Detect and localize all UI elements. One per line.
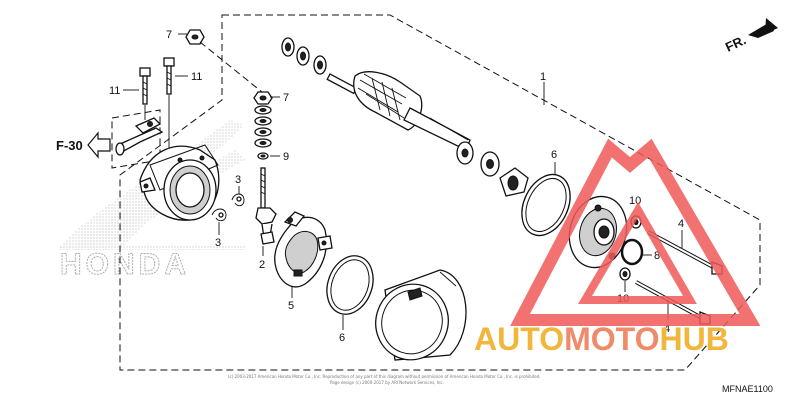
callout-2: 2 — [259, 259, 265, 271]
terminal-bolt-2 — [255, 167, 277, 245]
honda-logo-text: HONDA — [60, 248, 190, 281]
callout-11-left: 11 — [109, 85, 120, 97]
diagram-code: MFNAE1100 — [722, 384, 773, 394]
callout-4-upper: 4 — [678, 218, 684, 230]
armature — [326, 71, 471, 151]
o-ring-6-lower — [326, 255, 374, 315]
nut-7-top — [185, 29, 205, 45]
motor-case — [375, 269, 467, 361]
copyright-line-1: (c) 2003-2017 American Honda Motor Co., … — [228, 374, 541, 379]
callout-4-lower: 4 — [664, 323, 670, 335]
callout-7-top: 7 — [166, 29, 172, 41]
bolt-11-left — [139, 67, 151, 105]
callout-11-right: 11 — [191, 71, 202, 83]
o-ring-6-upper — [521, 173, 571, 237]
bolt-11-right — [163, 57, 175, 95]
watermark-auto: AUTO — [474, 321, 564, 357]
watermark-moto: MOTO — [564, 321, 659, 357]
reference-arrow: F-30 — [56, 131, 111, 159]
seal-plate — [499, 167, 529, 197]
callout-3-lower: 3 — [215, 237, 221, 249]
callout-9: 9 — [283, 151, 289, 163]
callout-8: 8 — [654, 250, 660, 262]
callout-3-upper: 3 — [235, 174, 241, 186]
o-ring-10-lower — [619, 267, 631, 281]
washer-stack-middle — [456, 141, 500, 177]
callout-1: 1 — [540, 71, 546, 83]
callout-6-upper: 6 — [551, 149, 557, 161]
callout-5: 5 — [288, 300, 294, 312]
brush-holder-5 — [274, 211, 333, 288]
watermark-text: AUTOMOTOHUB — [474, 321, 729, 357]
copyright-line-2: Page design (c) 2000-2017 by ARI Network… — [330, 380, 444, 385]
washer-stack-upper — [281, 37, 327, 75]
clip-3-upper — [231, 193, 245, 207]
assembly-outline — [119, 14, 761, 371]
rear-cover — [568, 195, 628, 269]
terminal-washer-stack — [253, 91, 273, 160]
front-label: FR. — [723, 32, 748, 54]
front-cover — [139, 144, 220, 221]
watermark-triangle — [510, 138, 761, 326]
reference-label: F-30 — [56, 138, 83, 153]
terminal-clamp — [115, 117, 164, 156]
clip-3-lower — [211, 208, 227, 222]
watermark-hub: HUB — [659, 321, 728, 357]
callout-7-stack: 7 — [283, 92, 289, 104]
o-ring-8 — [620, 238, 644, 266]
callout-6-lower: 6 — [339, 332, 345, 344]
front-direction-arrow: FR. — [723, 18, 778, 55]
